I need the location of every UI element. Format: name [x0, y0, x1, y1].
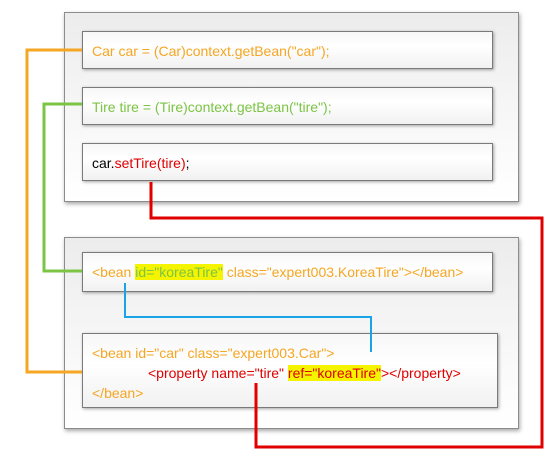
tire-bean-rest: class="expert003.KoreaTire"></bean>	[222, 264, 464, 280]
get-car-text: Car car = (Car)context.getBean("car");	[92, 43, 330, 59]
tire-bean-id: id="koreaTire"	[135, 264, 223, 280]
tire-bean-definition: <bean id="koreaTire" class="expert003.Ko…	[82, 252, 493, 292]
get-tire-statement: Tire tire = (Tire)context.getBean("tire"…	[82, 87, 493, 125]
car-bean-definition: <bean id="car" class="expert003.Car"> <p…	[82, 333, 498, 408]
set-tire-statement: car.setTire(tire);	[82, 143, 493, 181]
get-car-statement: Car car = (Car)context.getBean("car");	[82, 31, 493, 69]
property-prefix: <property name="tire"	[148, 365, 288, 381]
property-ref: ref="koreaTire"	[287, 365, 381, 381]
set-tire-object: car.	[92, 155, 115, 171]
car-bean-open: <bean id="car" class="expert003.Car">	[92, 345, 335, 361]
tire-bean-open: <bean	[92, 264, 136, 280]
set-tire-call: setTire(tire)	[114, 155, 186, 171]
property-suffix: ></property>	[380, 365, 461, 381]
car-bean-close: </bean>	[92, 385, 144, 401]
get-tire-text: Tire tire = (Tire)context.getBean("tire"…	[92, 99, 332, 115]
set-tire-semicolon: ;	[185, 155, 190, 171]
